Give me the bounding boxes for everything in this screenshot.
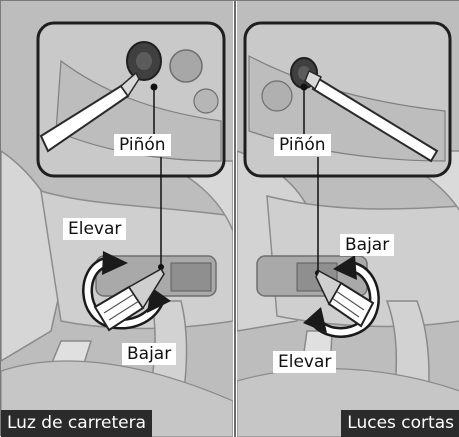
low-beam-illustration [237, 1, 459, 437]
lower-label-left: Bajar [122, 343, 177, 365]
caption-low-beam: Luces cortas [341, 410, 459, 437]
panel-low-beam: Piñón Bajar Elevar Luces cortas [237, 1, 459, 437]
pinion-label-right: Piñón [274, 134, 331, 156]
pinion-label-left: Piñón [114, 134, 171, 156]
raise-label-right: Elevar [273, 351, 337, 373]
high-beam-illustration [1, 1, 233, 437]
raise-label-left: Elevar [63, 218, 127, 240]
panel-high-beam: Piñón Elevar Bajar Luz de carretera [1, 1, 233, 437]
caption-high-beam: Luz de carretera [1, 410, 152, 437]
panel-divider [233, 1, 237, 437]
lower-label-right: Bajar [340, 234, 395, 256]
